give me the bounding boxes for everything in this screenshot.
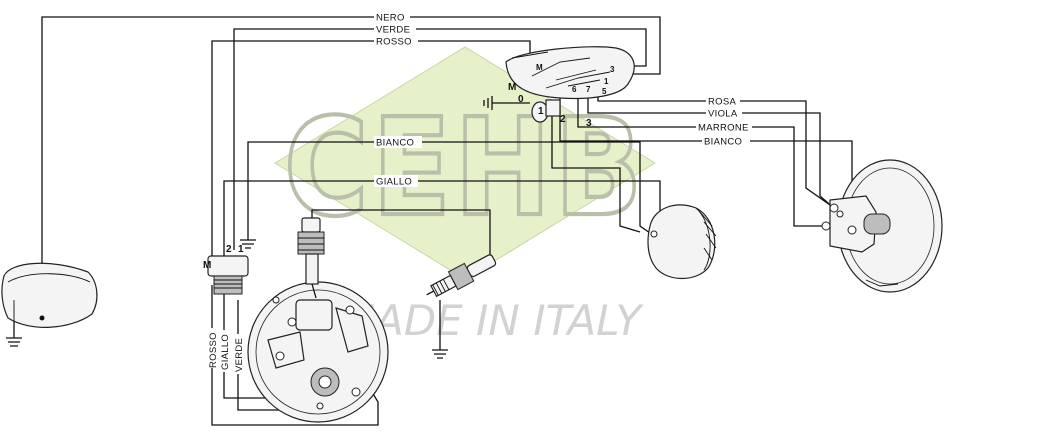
stator-plate	[247, 281, 389, 423]
switch-terminal-2: 2	[560, 114, 566, 125]
dial-mark-m: M	[536, 63, 543, 72]
wire-ht-lead	[311, 209, 491, 256]
wire-viola	[587, 95, 837, 211]
tail-light-housing	[1, 262, 98, 347]
dial-mark-7: 7	[586, 85, 591, 94]
regulator-terminal-2: 2	[226, 244, 232, 255]
label-vertical-verde: VERDE	[234, 338, 245, 372]
dial-mark-3: 3	[610, 65, 615, 74]
wire-giallo	[223, 180, 661, 262]
wire-verde	[233, 28, 647, 250]
label-verde: VERDE	[376, 25, 410, 36]
label-giallo: GIALLO	[376, 177, 412, 188]
ht-coil	[297, 217, 325, 299]
wire-harness	[41, 16, 853, 426]
spark-plug	[426, 254, 497, 298]
dial-mark-5: 5	[602, 87, 607, 96]
dial-mark-6: 6	[572, 85, 577, 94]
switch-terminal-3: 3	[586, 118, 592, 129]
switch-terminal-m: M	[508, 82, 516, 93]
label-marrone: MARRONE	[698, 123, 749, 134]
regulator-terminal-1: 1	[238, 244, 244, 255]
ground-symbol-plug	[432, 300, 448, 359]
label-rosa: ROSA	[708, 97, 736, 108]
rear-lamp	[647, 204, 717, 279]
ground-symbol-switch	[483, 96, 493, 110]
wire-bianco-left	[247, 141, 651, 234]
wire-nero	[41, 16, 661, 318]
label-viola: VIOLA	[708, 109, 738, 120]
voltage-regulator: M 2 1	[203, 244, 249, 295]
dial-mark-1: 1	[604, 77, 609, 86]
regulator-terminal-m: M	[203, 260, 211, 271]
label-bianco-left: BIANCO	[376, 138, 414, 149]
wire-rosa	[597, 95, 831, 206]
watermark-tagline: MADE IN ITALY	[339, 296, 645, 345]
switch-terminal-0: 0	[518, 94, 524, 105]
light-switch: M 3 1 6 7 5 M 0 1 2 3	[505, 46, 635, 129]
label-rosso: ROSSO	[376, 37, 412, 48]
vertical-labels: ROSSO GIALLO VERDE	[206, 328, 245, 374]
label-vertical-giallo: GIALLO	[220, 334, 231, 370]
label-bianco-right: BIANCO	[704, 137, 742, 148]
wire-rosso-down	[211, 285, 379, 426]
label-nero: NERO	[376, 13, 405, 24]
wire-switch-bulb	[551, 112, 641, 233]
label-vertical-rosso: ROSSO	[208, 332, 219, 368]
switch-terminal-1: 1	[538, 106, 544, 117]
headlight	[821, 159, 943, 293]
ground-symbol-bianco	[240, 232, 256, 249]
wire-marrone	[577, 95, 826, 227]
wire-labels: NERO VERDE ROSSO BIANCO GIALLO ROSA VIOL…	[374, 11, 752, 188]
